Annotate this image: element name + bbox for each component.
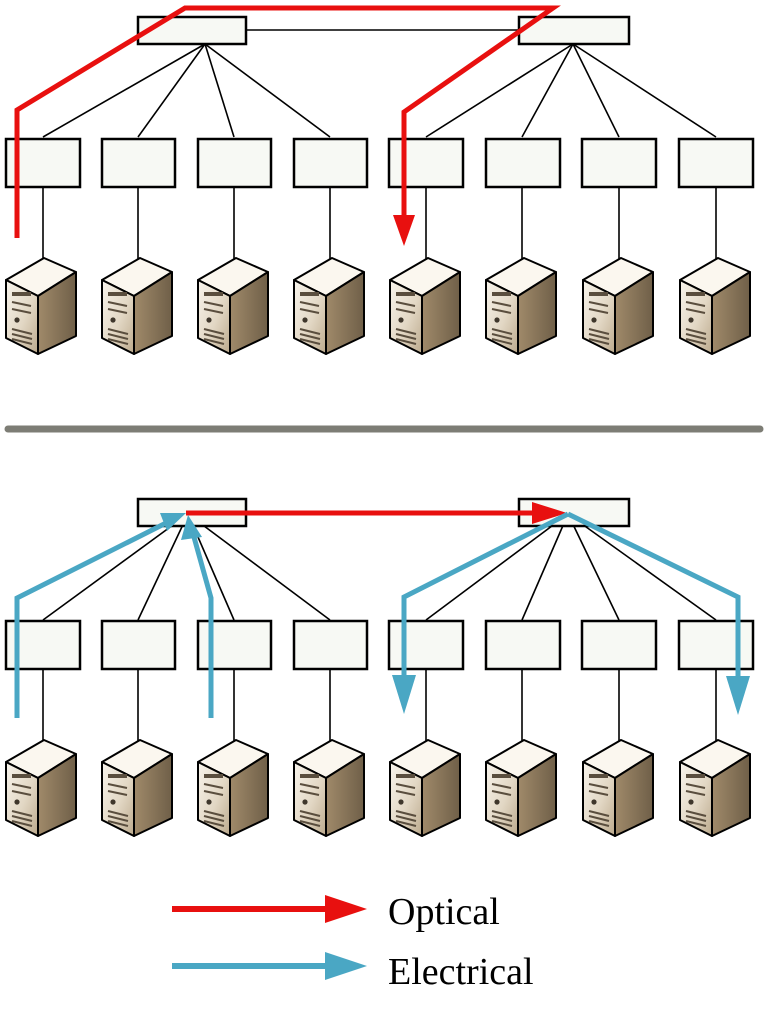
core-edge-links <box>42 513 717 621</box>
edge-switch-3 <box>196 137 273 189</box>
edge-switch-7 <box>580 619 658 671</box>
legend: Optical Electrical <box>172 891 534 993</box>
edge-switch-5 <box>387 619 465 671</box>
legend-electrical-label: Electrical <box>388 951 534 993</box>
server-icon <box>389 739 461 837</box>
arrow-icon <box>325 952 367 980</box>
servers <box>5 257 751 355</box>
arrow-icon <box>325 895 367 923</box>
edge-switch-8 <box>677 619 755 671</box>
legend-optical-label: Optical <box>388 891 500 933</box>
edge-switch-4 <box>292 619 369 671</box>
servers <box>5 739 751 837</box>
legend-electrical: Electrical <box>172 951 534 993</box>
edge-server-links <box>42 187 717 262</box>
edge-switches <box>4 619 755 671</box>
server-icon <box>389 257 461 355</box>
edge-switch-2 <box>100 137 177 189</box>
edge-switch-8 <box>677 137 755 189</box>
arrow-icon <box>726 676 750 715</box>
legend-optical: Optical <box>172 891 500 933</box>
server-icon <box>197 257 269 355</box>
arrow-icon <box>181 515 202 540</box>
server-icon <box>293 257 365 355</box>
core-edge-links <box>42 43 717 138</box>
server-icon <box>101 257 173 355</box>
electrical-arrowheads <box>160 513 750 715</box>
arrow-icon <box>393 215 415 246</box>
edge-switch-2 <box>100 619 177 671</box>
arrow-icon <box>160 513 186 531</box>
edge-switches <box>4 137 755 189</box>
edge-switch-7 <box>580 137 658 189</box>
electrical-paths-bottom <box>14 511 741 718</box>
server-icon <box>5 257 77 355</box>
arrow-icon <box>532 502 567 524</box>
bottom-topology-panel <box>4 497 755 837</box>
server-icon <box>679 739 751 837</box>
server-icon <box>293 739 365 837</box>
server-icon <box>582 257 654 355</box>
server-icon <box>101 739 173 837</box>
top-topology-panel <box>4 5 755 355</box>
server-icon <box>485 739 557 837</box>
server-icon <box>679 257 751 355</box>
core-switch-1 <box>136 15 248 46</box>
edge-switch-6 <box>484 137 562 189</box>
server-icon <box>197 739 269 837</box>
edge-switch-4 <box>292 137 369 189</box>
server-icon <box>5 739 77 837</box>
edge-switch-6 <box>484 619 562 671</box>
optical-path-top <box>14 5 561 246</box>
edge-switch-5 <box>387 137 465 189</box>
server-icon <box>485 257 557 355</box>
optical-path-bottom <box>186 502 567 524</box>
arrow-icon <box>392 675 416 714</box>
server-icon <box>582 739 654 837</box>
edge-server-links <box>42 669 717 744</box>
